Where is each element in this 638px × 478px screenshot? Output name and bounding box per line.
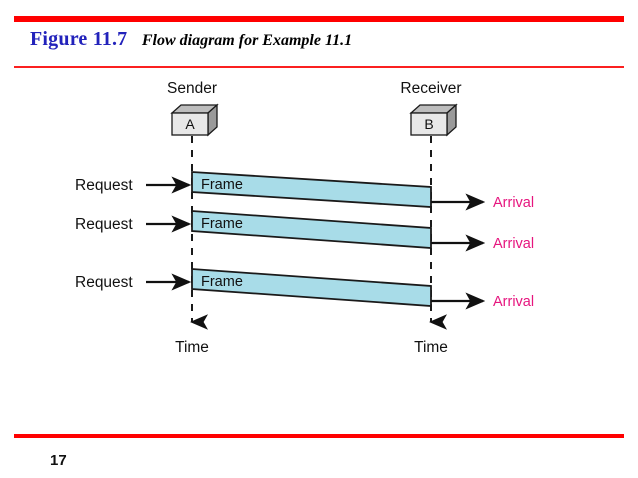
frame-label-1: Frame bbox=[201, 177, 243, 193]
bottom-red-rule bbox=[14, 434, 624, 438]
request-label-1: Request bbox=[75, 177, 133, 194]
frame-label-3: Frame bbox=[201, 274, 243, 290]
message-group-2: Request Frame Arrival bbox=[75, 210, 534, 252]
request-label-3: Request bbox=[75, 274, 133, 291]
message-group-3: Request Frame Arrival bbox=[75, 268, 534, 310]
figure-number: Figure 11.7 bbox=[30, 28, 128, 50]
title-separator-rule bbox=[14, 66, 624, 68]
node-a-label: A bbox=[185, 116, 195, 132]
frame-shape-2 bbox=[191, 210, 432, 249]
request-label-2: Request bbox=[75, 216, 133, 233]
page-number: 17 bbox=[50, 452, 67, 469]
frame-label-2: Frame bbox=[201, 216, 243, 232]
top-red-rule bbox=[14, 16, 624, 22]
node-box-a: A bbox=[170, 103, 219, 137]
frame-shape-3 bbox=[191, 268, 432, 307]
arrival-label-3: Arrival bbox=[493, 294, 534, 310]
node-b-label: B bbox=[424, 116, 433, 132]
frame-shape-1 bbox=[191, 171, 432, 208]
sender-time-label: Time bbox=[175, 339, 209, 356]
page-title: Figure 11.7 Flow diagram for Example 11.… bbox=[30, 28, 352, 51]
flow-diagram: Sender A Time Receiver B Time Request Fr… bbox=[0, 70, 638, 390]
node-box-b: B bbox=[409, 103, 458, 137]
figure-caption: Flow diagram for Example 11.1 bbox=[141, 32, 353, 49]
receiver-time-label: Time bbox=[414, 339, 448, 356]
receiver-label: Receiver bbox=[400, 80, 461, 97]
arrival-label-1: Arrival bbox=[493, 195, 534, 211]
message-group-1: Request Frame Arrival bbox=[75, 171, 534, 211]
sender-label: Sender bbox=[167, 80, 217, 97]
arrival-label-2: Arrival bbox=[493, 236, 534, 252]
